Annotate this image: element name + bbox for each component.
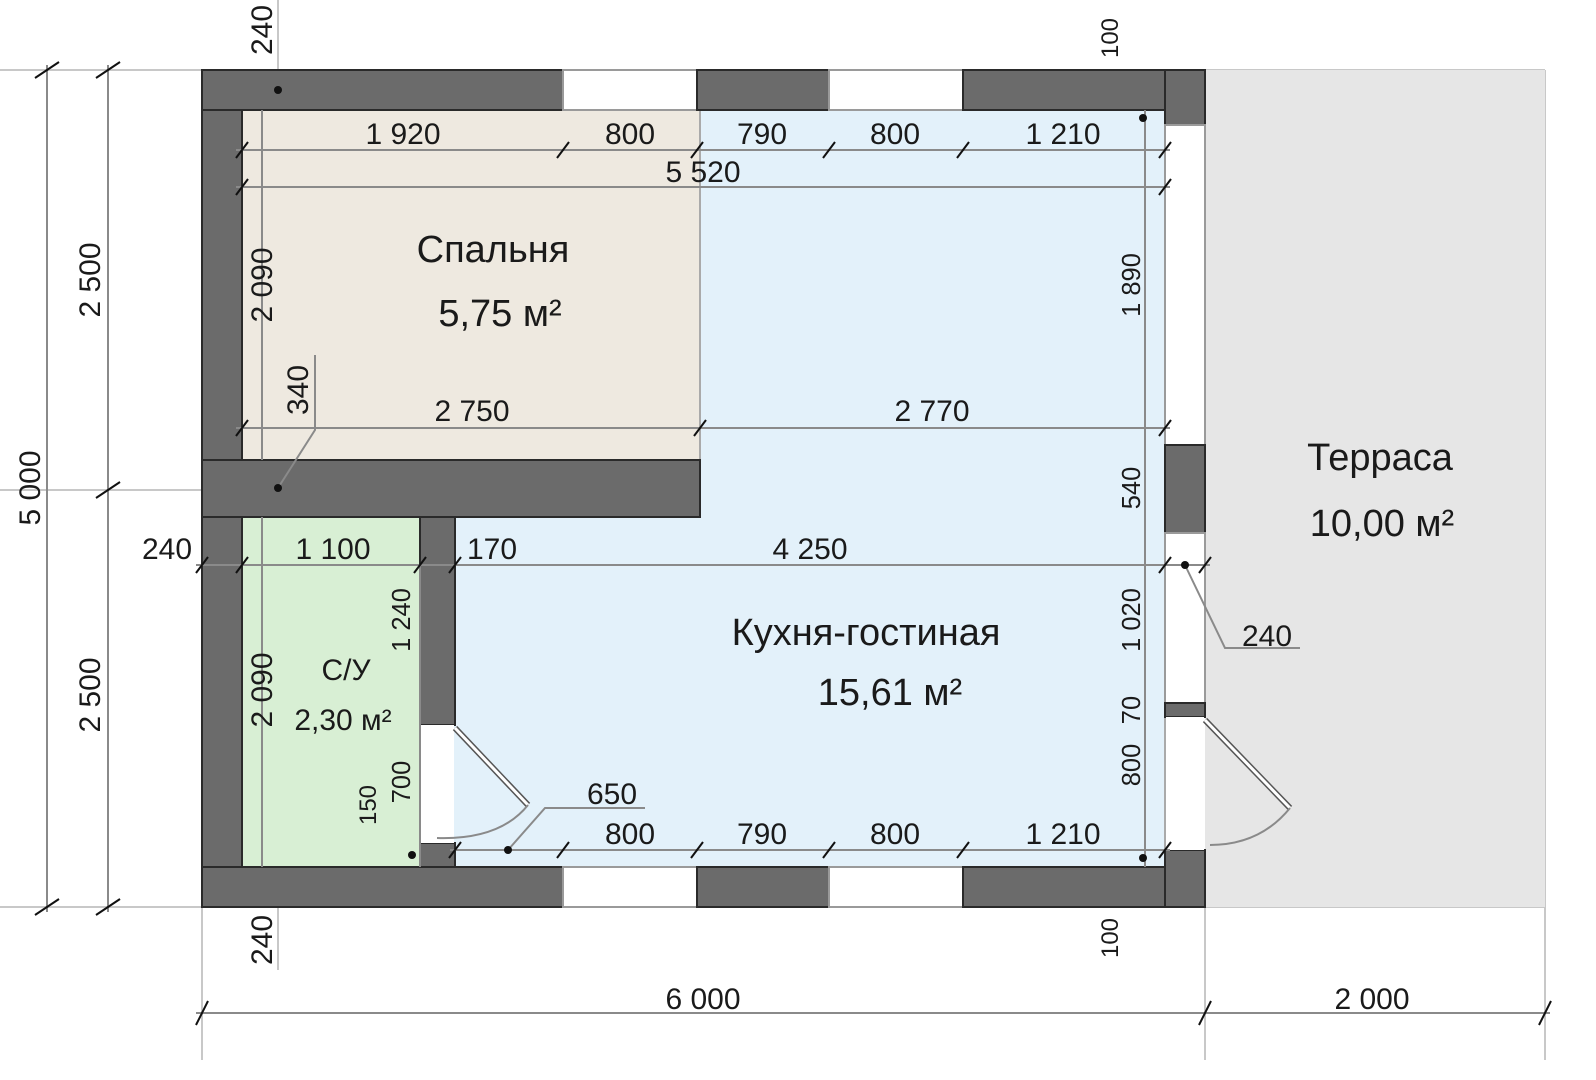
dim-label: 800 bbox=[605, 118, 655, 151]
kitchen-name: Кухня-гостиная bbox=[732, 612, 1001, 654]
dim-label: 2 750 bbox=[434, 395, 509, 428]
dim-label: 790 bbox=[737, 118, 787, 151]
dim-label: 2 090 bbox=[246, 652, 279, 727]
dim-label: 1 020 bbox=[1118, 588, 1146, 652]
terrace-area-label: 10,00 м² bbox=[1310, 503, 1454, 545]
bedroom-floor bbox=[241, 109, 701, 461]
dim-label: 1 210 bbox=[1025, 818, 1100, 851]
dim-label: 650 bbox=[587, 778, 637, 811]
bathroom-name: С/У bbox=[321, 654, 371, 687]
dimension-lines bbox=[34, 61, 1552, 1026]
dim-label: 6 000 bbox=[665, 983, 740, 1016]
bathroom-floor bbox=[241, 516, 421, 868]
dim-label: 1 210 bbox=[1025, 118, 1100, 151]
dim-label: 1 890 bbox=[1118, 253, 1146, 317]
dim-label: 2 090 bbox=[246, 247, 279, 322]
kitchen-area: 15,61 м² bbox=[818, 672, 962, 714]
dim-label: 170 bbox=[467, 533, 517, 566]
bedroom-name: Спальня bbox=[417, 229, 570, 271]
dim-label: 790 bbox=[737, 818, 787, 851]
dim-label: 240 bbox=[142, 533, 192, 566]
dim-label: 2 000 bbox=[1334, 983, 1409, 1016]
terrace-area bbox=[1205, 70, 1545, 907]
dim-label: 800 bbox=[1118, 744, 1146, 787]
dim-label: 800 bbox=[605, 818, 655, 851]
bathroom-door bbox=[436, 725, 531, 840]
dim-label: 240 bbox=[1242, 620, 1292, 653]
dim-label: 1 100 bbox=[295, 533, 370, 566]
dim-label: 700 bbox=[388, 761, 416, 804]
dim-label: 2 500 bbox=[74, 657, 107, 732]
dim-label: 70 bbox=[1118, 696, 1146, 724]
dim-label: 150 bbox=[355, 785, 382, 825]
terrace-door bbox=[1202, 717, 1293, 846]
dim-label: 800 bbox=[870, 118, 920, 151]
dim-label: 2 500 bbox=[74, 242, 107, 317]
dim-label: 2 770 bbox=[894, 395, 969, 428]
dim-label: 5 000 bbox=[14, 450, 47, 525]
dimension-labels: 1 920 800 790 800 1 210 5 520 2 750 2 77… bbox=[14, 5, 1410, 1016]
dim-label: 340 bbox=[282, 365, 315, 415]
dim-label: 240 bbox=[246, 5, 279, 55]
dim-label: 800 bbox=[870, 818, 920, 851]
dim-label: 100 bbox=[1097, 918, 1124, 958]
walls bbox=[201, 69, 1206, 908]
dim-label: 1 240 bbox=[388, 588, 416, 652]
dim-label: 240 bbox=[246, 915, 279, 965]
terrace-name: Терраса bbox=[1307, 437, 1454, 479]
bathroom-area: 2,30 м² bbox=[294, 704, 391, 737]
dim-label: 1 920 bbox=[365, 118, 440, 151]
dim-label: 540 bbox=[1118, 467, 1146, 510]
dim-label: 100 bbox=[1097, 18, 1124, 58]
dim-label: 5 520 bbox=[665, 156, 740, 189]
bedroom-area: 5,75 м² bbox=[438, 293, 561, 335]
dim-label: 4 250 bbox=[772, 533, 847, 566]
